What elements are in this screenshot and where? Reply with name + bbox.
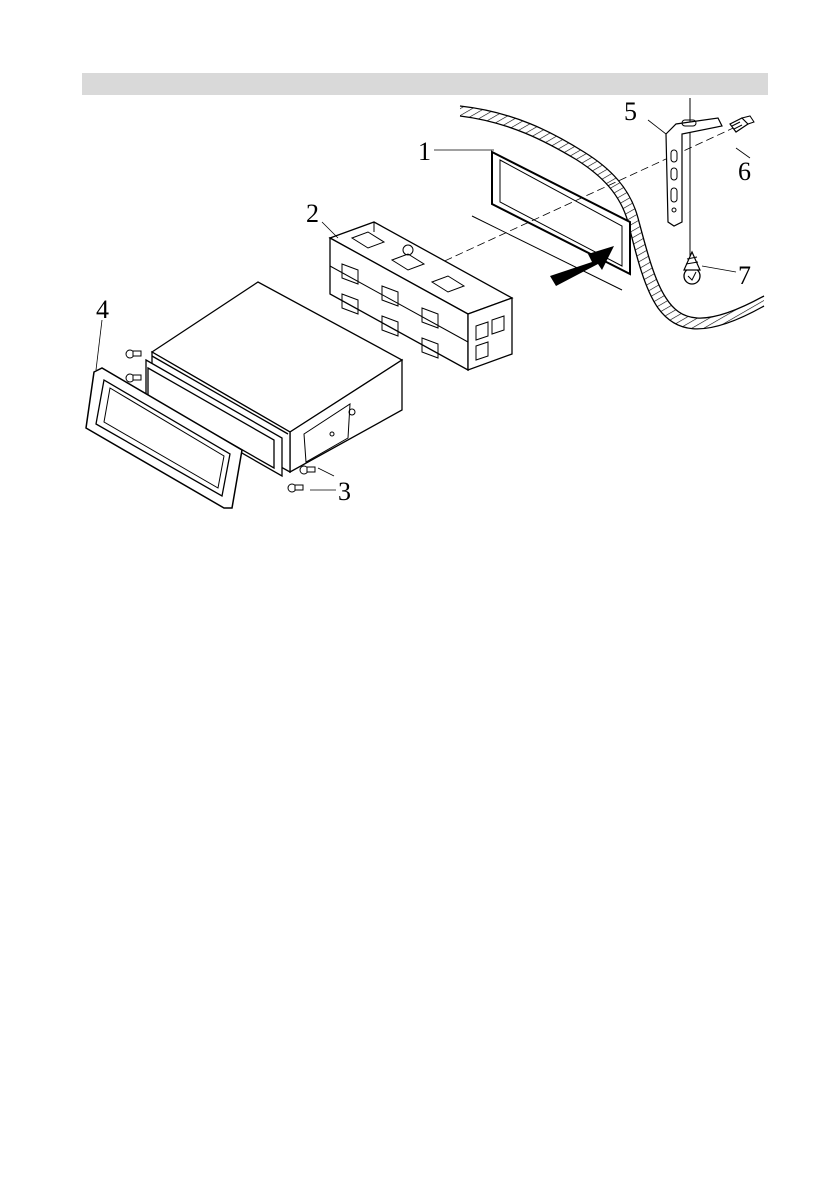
- callout-3: 3: [338, 477, 351, 506]
- section-header-bar: [82, 73, 768, 95]
- frame-screws: [126, 350, 141, 382]
- callout-6: 6: [738, 157, 751, 186]
- installation-diagram: 1 2 3 4 5 6 7: [82, 98, 768, 510]
- tapping-screw: [684, 252, 700, 284]
- mounting-strap: [666, 98, 722, 256]
- callout-7: 7: [738, 261, 751, 290]
- callout-1: 1: [418, 137, 431, 166]
- hex-bolt: [730, 116, 754, 132]
- callout-4: 4: [96, 295, 109, 324]
- callout-5: 5: [624, 98, 637, 126]
- installation-diagram-svg: 1 2 3 4 5 6 7: [82, 98, 768, 510]
- callout-2: 2: [306, 199, 319, 228]
